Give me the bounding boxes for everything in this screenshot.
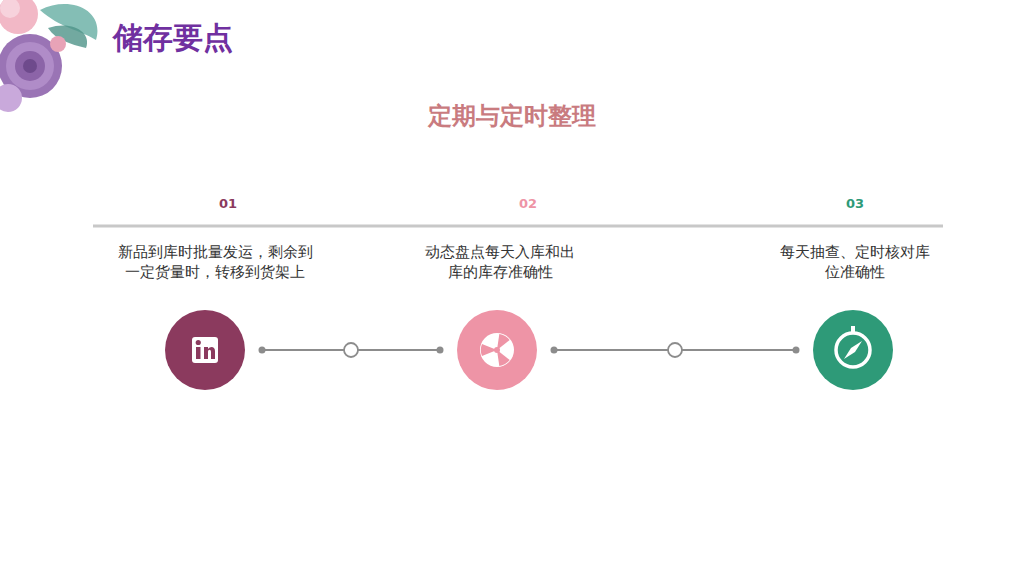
icon-disc: [813, 310, 893, 390]
step-number: 03: [825, 196, 885, 212]
step-icon-circle: [457, 310, 537, 390]
page-title: 储存要点: [113, 20, 233, 56]
icon-disc: [165, 310, 245, 390]
connector-end-dot: [437, 347, 444, 354]
icon-symbol: [480, 333, 514, 367]
connector-end-dot: [259, 347, 266, 354]
icon-symbol: [836, 326, 870, 367]
timeline-bar: [93, 225, 943, 228]
icon-symbol: [192, 337, 218, 363]
icon-disc: [457, 310, 537, 390]
step-description: 动态盘点每天入库和出 库的库存准确性: [418, 242, 583, 282]
step-number: 01: [198, 196, 258, 212]
connector-group: [551, 343, 800, 357]
connector-mid-ring: [668, 343, 682, 357]
connector-end-dot: [551, 347, 558, 354]
connector-group: [259, 343, 444, 357]
connector-end-dot: [793, 347, 800, 354]
step-column: 03 每天抽查、定时核对库 位准确性: [725, 190, 985, 405]
flower-decoration: [0, 0, 97, 112]
step-number: 02: [498, 196, 558, 212]
connector-mid-ring: [344, 343, 358, 357]
step-description: 每天抽查、定时核对库 位准确性: [773, 242, 938, 282]
step-description: 新品到库时批量发运，剩余到 一定货量时，转移到货架上: [113, 242, 318, 282]
section-subtitle: 定期与定时整理: [312, 100, 712, 132]
step-icon-circle: [813, 310, 893, 390]
step-column: 01 新品到库时批量发运，剩余到 一定货量时，转移到货架上: [85, 190, 345, 405]
step-icon-circle: [165, 310, 245, 390]
step-column: 02 动态盘点每天入库和出 库的库存准确性: [370, 190, 630, 405]
